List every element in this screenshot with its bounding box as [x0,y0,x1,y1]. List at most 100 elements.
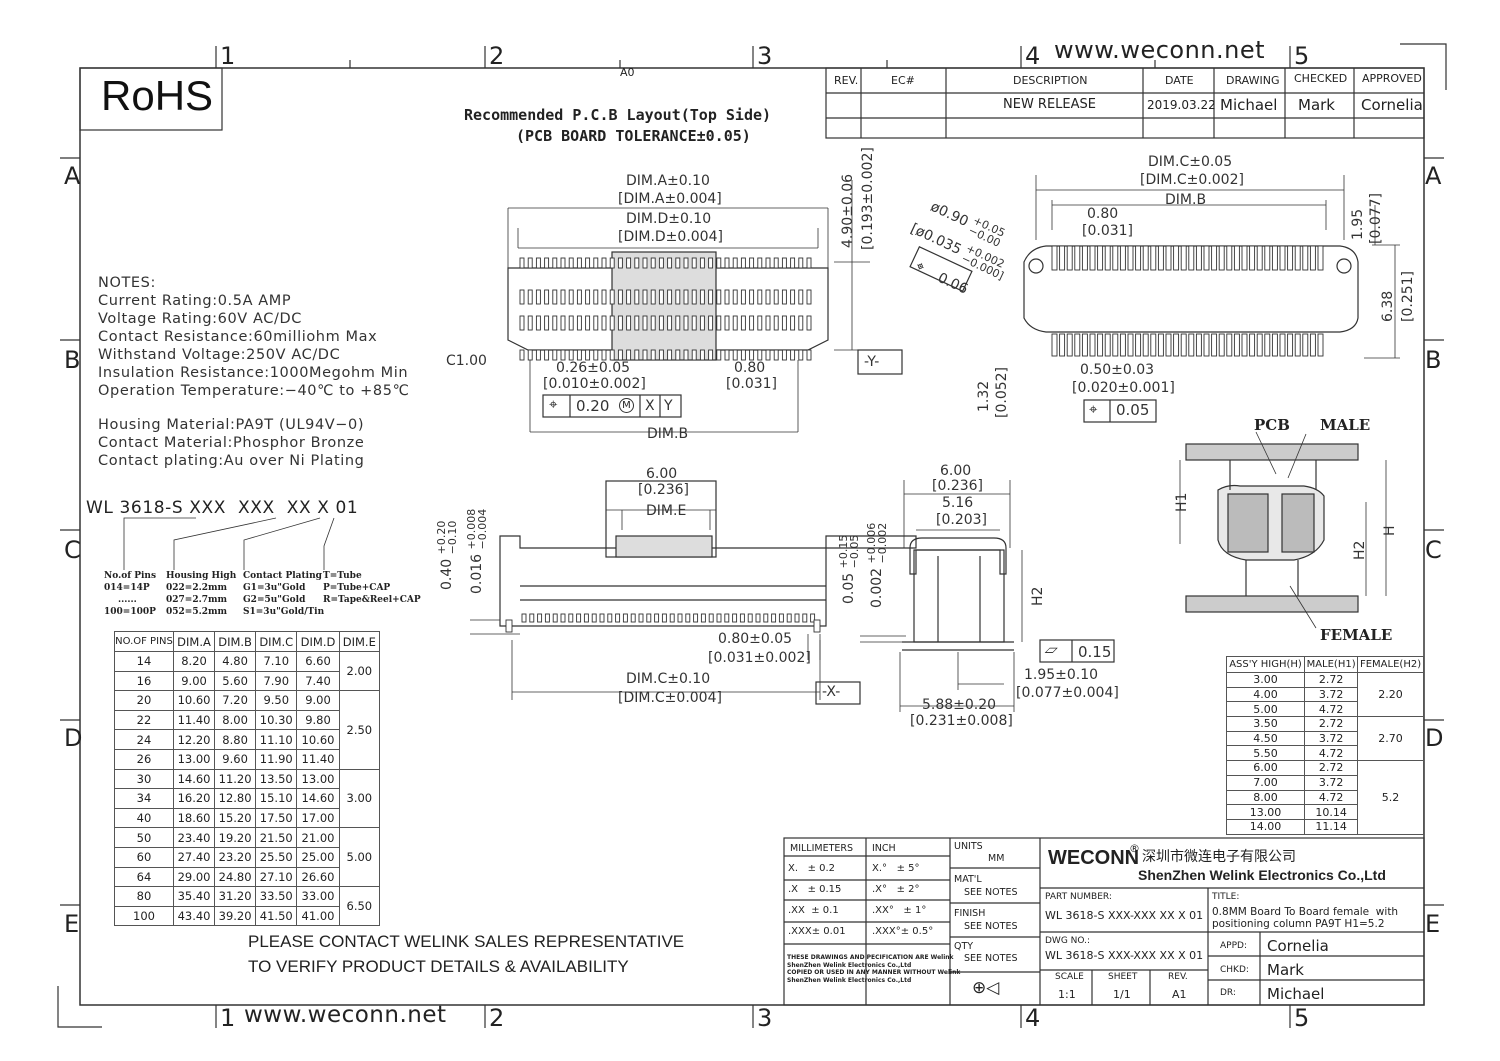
pcb-pad [560,315,566,331]
pcb-pad [576,315,582,331]
tb-tol-in-2: .XX° ± 1° [872,905,927,916]
pcb-pad [626,257,632,269]
front-view-contact [802,613,808,623]
side-lift-inch-minus: −0.002 [876,522,889,564]
dim-table-cell: 4.80 [214,651,257,672]
dim-table-cell: 40 [114,807,174,829]
front-standoff-minus: −0.10 [446,520,459,555]
front-dim-c: DIM.C±0.10 [626,671,711,687]
front-view-contact [693,613,699,623]
front-view-contact [763,613,769,623]
website-top[interactable]: www.weconn.net [1054,36,1266,64]
pcb-dim-b: DIM.B [647,426,689,442]
projection-symbol-icon: ⊕◁ [972,978,1000,998]
dim-e-cell: 2.00 [338,650,381,692]
assy-table-cell: 2.72 [1304,672,1359,688]
tb-registered-mark: ® [1129,842,1140,855]
front-view-contact [810,613,816,623]
dim-table-cell: 10.60 [172,690,216,711]
dim-table-cell: 41.00 [296,905,340,927]
top-tail: 1.32 [976,380,992,412]
pcb-pad [535,315,541,331]
top-tail-inch: [0.052] [994,366,1010,418]
tb-company-cn: 深圳市微连电子有限公司 [1142,849,1296,865]
top-view-pin [1218,245,1225,271]
pcb-pad [593,349,599,361]
pcb-pad [806,257,812,269]
tb-disclaimer-line: ShenZhen Welink Electronics Co.,Ltd [787,976,912,984]
front-view-contact [669,613,675,623]
pcb-pad [790,257,796,269]
notes-title: NOTES: [98,275,156,291]
pcb-pad [765,315,771,331]
assy-table-cell: 5.00 [1225,701,1306,718]
assy-table-cell: 5.50 [1225,745,1306,762]
top-view-pin [1089,333,1096,357]
assy-table-cell: 3.00 [1225,672,1306,688]
front-view-contact [700,613,706,623]
dim-header: DIM.A [172,631,216,652]
pcb-dim-a-inch: [DIM.A±0.004] [618,191,722,207]
top-width: 6.38 [1380,290,1396,322]
website-bottom[interactable]: www.weconn.net [244,1002,447,1028]
dim-header: DIM.B [214,631,257,652]
top-view-pin [1097,333,1104,357]
rev-approved: Cornelia [1361,96,1423,114]
top-pitch: 0.80 [1087,206,1119,222]
pcb-pad [716,257,722,269]
pcb-pad [585,315,591,331]
top-view-pin [1112,245,1119,271]
zone-row-d-right: D [1425,724,1444,752]
tb-title-line2: positioning column PA9T H1=5.2 [1212,918,1385,930]
zone-row-d: D [64,724,83,752]
pcb-pad [724,257,730,269]
front-view-contact [615,613,621,623]
top-view-pin [1081,245,1088,271]
legend-height-3: 052=5.2mm [166,607,228,617]
front-view-contact [794,613,800,623]
front-pitch: 0.80±0.05 [718,631,793,647]
assy-table-cell: 8.00 [1225,789,1306,806]
pcb-pad [650,349,656,361]
top-view-pin [1173,333,1180,357]
pcb-pad [609,257,615,269]
pcb-pad [757,349,763,361]
zone-col-1: 1 [220,42,236,70]
pcb-pad [716,289,722,305]
layout-title: Recommended P.C.B Layout(Top Side) [464,106,772,124]
pcb-pad [527,257,533,269]
pcb-pad [568,257,574,269]
pcb-pad [806,315,812,331]
dim-e-cell: 5.00 [338,827,381,888]
dim-table-cell: 9.80 [296,709,340,731]
assy-table-cell: 4.50 [1225,730,1306,747]
pcb-pad [699,257,705,269]
pcb-pad [732,315,738,331]
pcb-pad [773,257,779,269]
pcb-pad [560,289,566,305]
zone-row-b: B [64,346,81,374]
assy-header: MALE(H1) [1304,656,1359,673]
top-view-pin [1173,245,1180,271]
top-view-pin [1241,245,1248,271]
pcb-pad [798,257,804,269]
front-view-contact [591,613,597,623]
dim-table-cell: 5.60 [214,670,257,692]
pcb-pad [667,349,673,361]
top-view-pin [1271,333,1278,357]
top-view-pin [1279,245,1286,271]
pcb-pad [617,315,623,331]
tb-rev-label: REV. [1168,972,1188,982]
pcb-pad [634,257,640,269]
pcb-pad [724,315,730,331]
rev-header-checked: CHECKED [1294,72,1348,85]
legend-height-1: 022=2.2mm [166,583,228,593]
note-temperature: Operation Temperature:−40℃ to +85℃ [98,383,410,399]
pcb-pad [560,349,566,361]
rev-header-approved: APPROVED [1362,72,1422,85]
top-view-pin [1097,245,1104,271]
dim-table-cell: 13.00 [172,748,216,770]
